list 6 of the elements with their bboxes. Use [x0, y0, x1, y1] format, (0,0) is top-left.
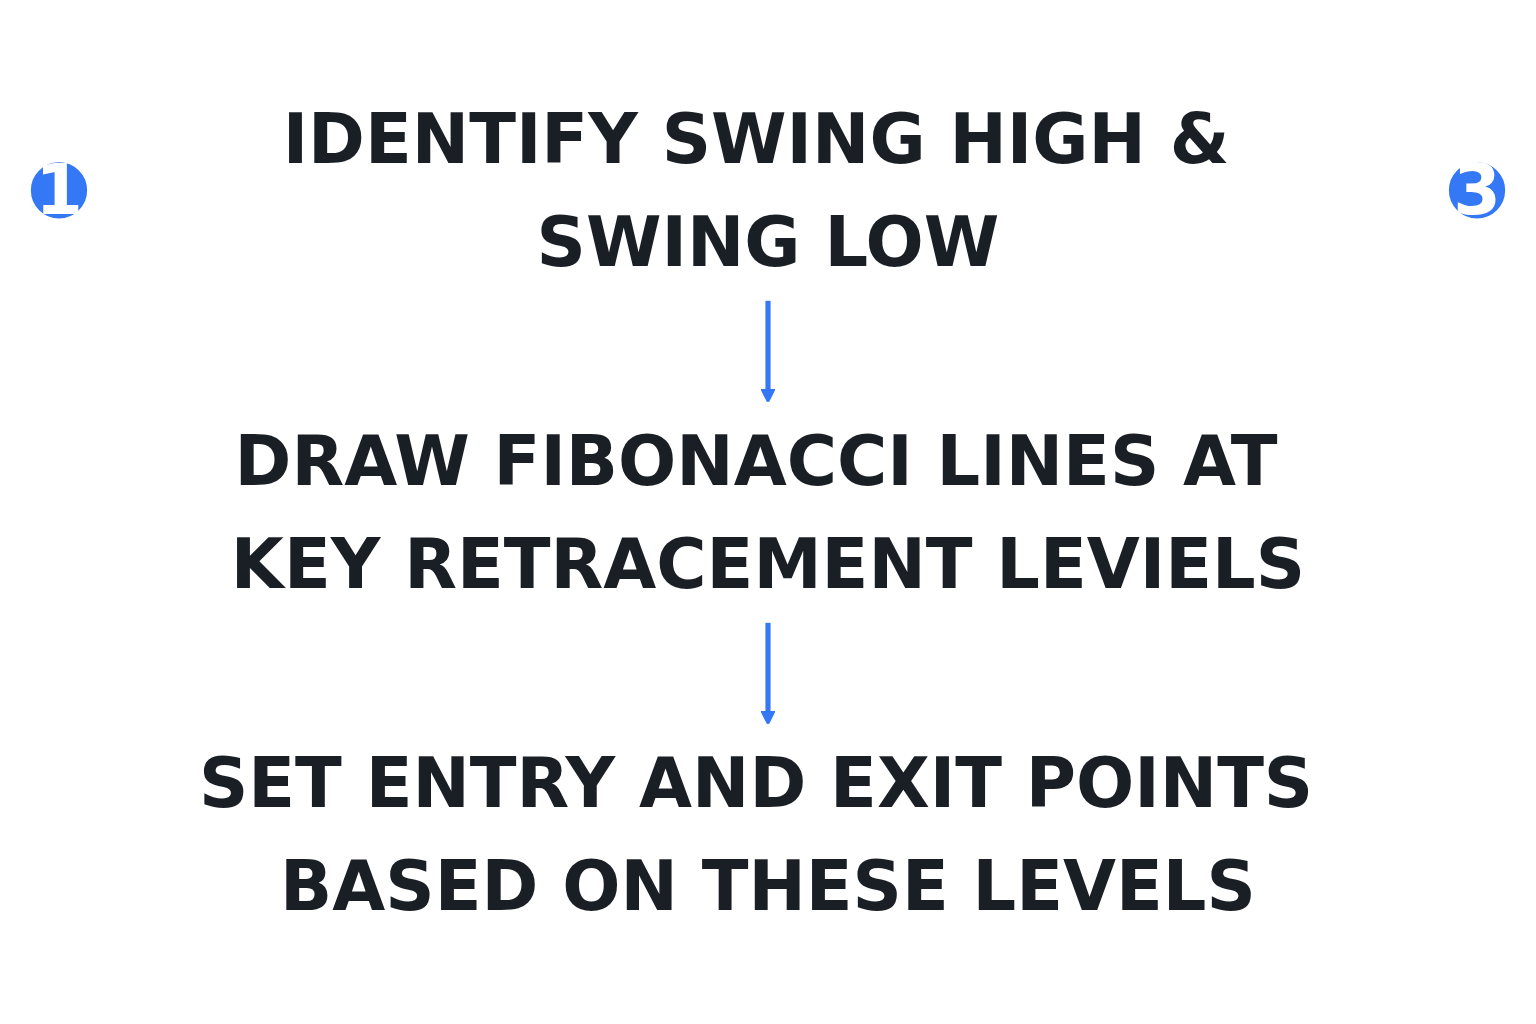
- node-circle: 1: [30, 161, 88, 219]
- node-text: DRAW FIBONACCI LINES AT KEY RETRACEMENT LEVIELS: [230, 421, 1306, 603]
- arrow: [760, 621, 776, 726]
- arrow: [760, 299, 776, 404]
- node-text: IDENTIFY SWING HIGH & SWING LOW: [282, 99, 1230, 281]
- node-text: SET ENTRY AND EXIT POINTS BASED ON THESE LEVELS: [198, 743, 1314, 925]
